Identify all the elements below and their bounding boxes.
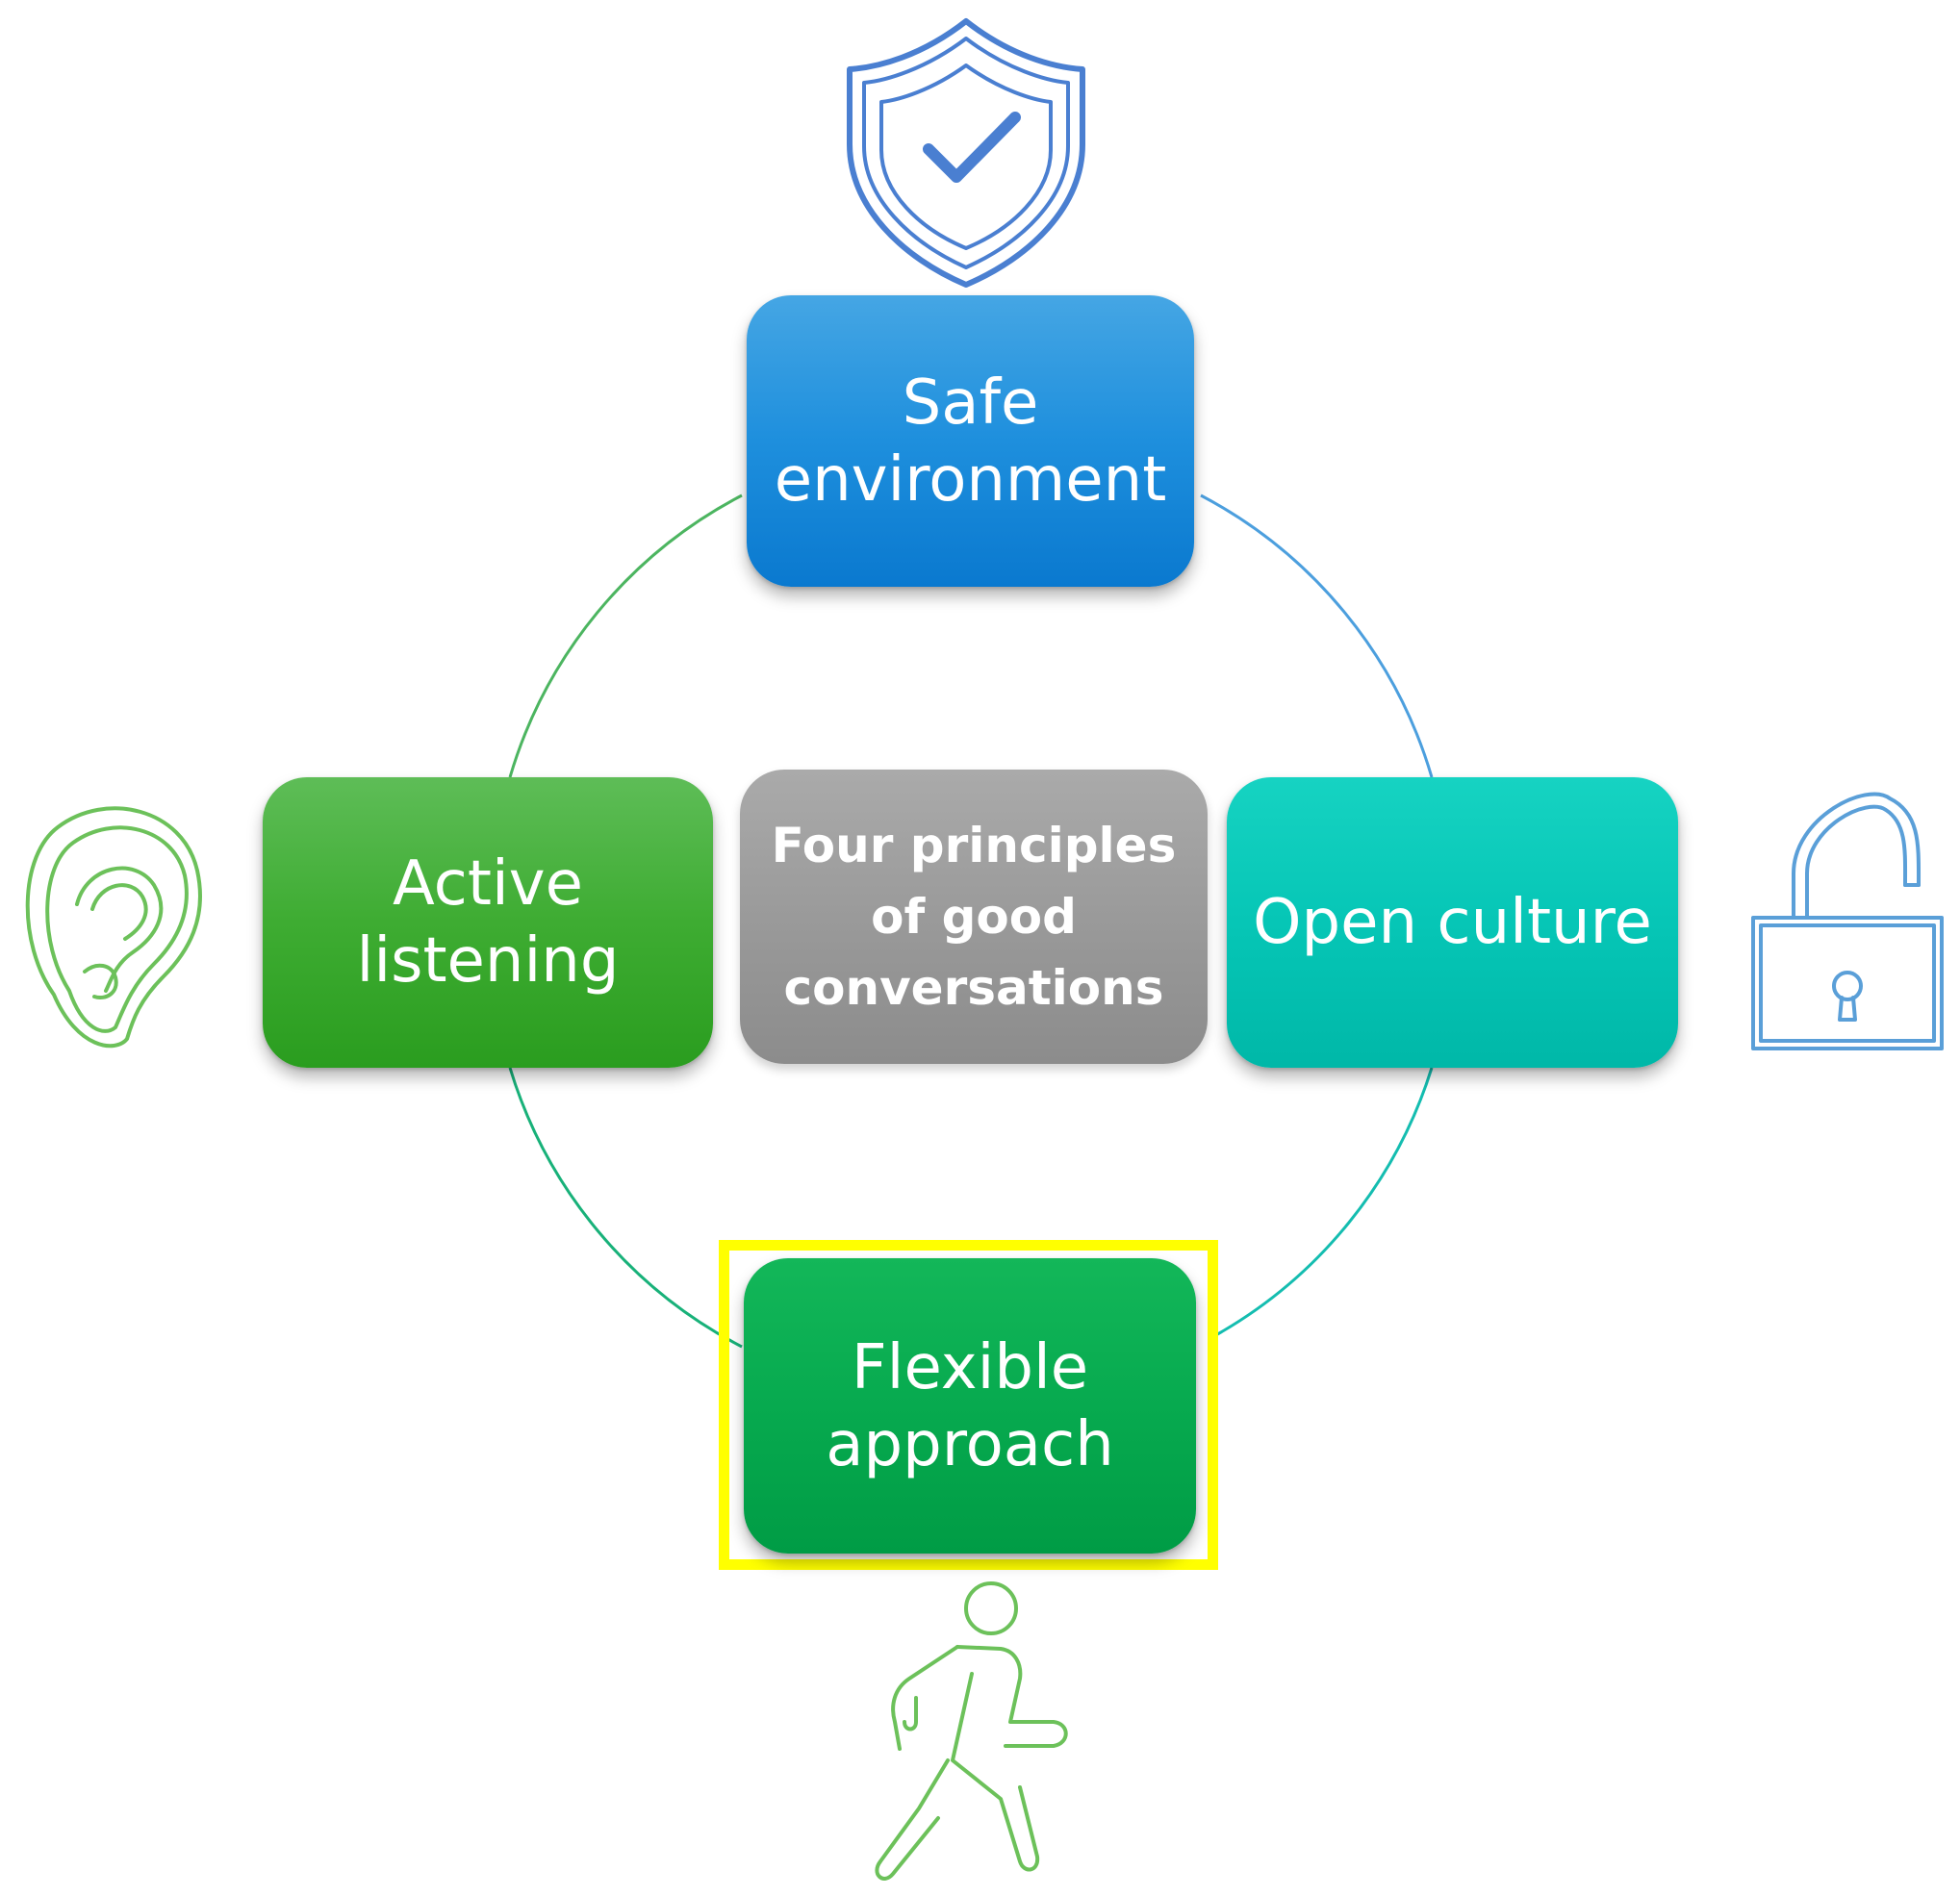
flexible-approach-box: Flexible approach: [744, 1258, 1196, 1554]
open-culture-label: Open culture: [1253, 887, 1652, 958]
shield-check-icon: [847, 18, 1085, 288]
open-culture-box: Open culture: [1227, 777, 1678, 1068]
flexible-approach-label: Flexible approach: [826, 1331, 1114, 1480]
walking-person-icon: [875, 1581, 1068, 1881]
ring-arc-top-left: [508, 493, 743, 778]
unlocked-padlock-icon: [1751, 792, 1944, 1050]
ear-icon: [25, 806, 202, 1049]
ring-arc-bottom-left: [508, 1067, 743, 1349]
safe-environment-box: Safe environment: [747, 295, 1194, 587]
center-title-box: Four principles of good conversations: [740, 770, 1208, 1064]
center-title-label: Four principles of good conversations: [771, 818, 1177, 1016]
active-listening-label: Active listening: [356, 848, 620, 997]
active-listening-box: Active listening: [263, 777, 713, 1068]
safe-environment-label: Safe environment: [774, 367, 1167, 516]
ring-arc-top-right: [1200, 493, 1434, 778]
ring-arc-bottom-right: [1211, 1067, 1434, 1339]
highlight-frame: [719, 1240, 1218, 1570]
